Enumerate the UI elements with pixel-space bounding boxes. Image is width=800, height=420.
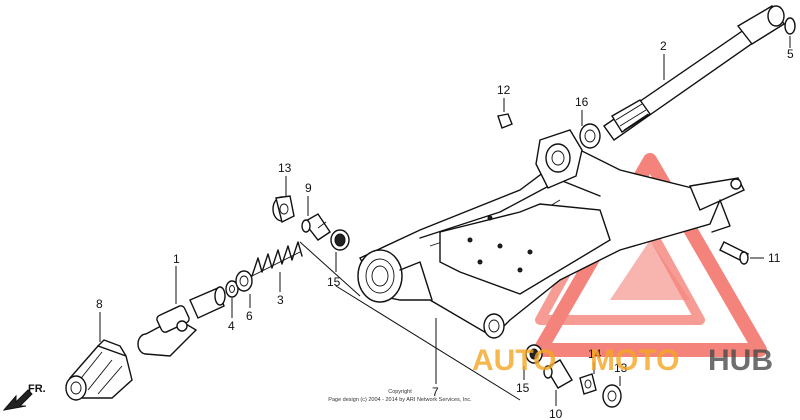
- bearing-part-lower: [525, 344, 543, 364]
- lock-nut-part-upper: [272, 195, 295, 224]
- callout-13-upper: 13: [278, 161, 292, 175]
- universal-joint-part: [137, 286, 226, 357]
- callout-14: 14: [588, 347, 602, 361]
- callout-1: 1: [173, 252, 180, 266]
- pivot-bolt-part-right: [543, 359, 573, 389]
- copyright-block: Copyright Page design (c) 2004 - 2014 by…: [328, 389, 472, 403]
- leader-lines: [99, 36, 791, 406]
- watermark-word-auto: AUTO: [472, 344, 556, 377]
- copyright-line-1: Copyright: [388, 389, 412, 395]
- circlip-part: [784, 17, 796, 35]
- front-direction-arrow: FR.: [2, 383, 46, 411]
- callout-labels: 8 1 4 6 3 13 9 15 7 2 5 16 12 11 15 10 1…: [96, 39, 794, 420]
- spring-part: [251, 241, 303, 277]
- flange-bolt-part: [719, 241, 749, 265]
- callout-10: 10: [549, 407, 563, 420]
- callout-13-lower: 13: [614, 361, 628, 375]
- callout-15-upper: 15: [327, 275, 341, 289]
- callout-7: 7: [432, 385, 439, 399]
- direction-label: FR.: [28, 383, 46, 395]
- watermark-text: AUTO MOTO HUB: [472, 344, 773, 377]
- callout-8: 8: [96, 297, 103, 311]
- callout-15-lower: 15: [516, 381, 530, 395]
- watermark-word-moto: MOTO: [590, 344, 679, 377]
- adjust-nut-part: [579, 373, 597, 395]
- copyright-line-2: Page design (c) 2004 - 2014 by ARI Netwo…: [328, 397, 472, 403]
- drive-shaft-part: [603, 5, 785, 141]
- callout-4: 4: [228, 319, 235, 333]
- pivot-bolt-part-left: [301, 213, 331, 241]
- callout-5: 5: [787, 47, 794, 61]
- flange-nut-part: [497, 113, 513, 129]
- washer-part: [225, 280, 239, 298]
- watermark-word-hub: HUB: [708, 344, 773, 377]
- oil-seal-part: [235, 270, 253, 292]
- swingarm-part: [357, 129, 745, 339]
- callout-2: 2: [660, 39, 667, 53]
- rubber-boot-part: [65, 339, 133, 401]
- bearing-part-upper: [330, 229, 350, 251]
- callout-6: 6: [246, 309, 253, 323]
- callout-12: 12: [497, 83, 511, 97]
- callout-16: 16: [575, 95, 589, 109]
- callout-9: 9: [305, 181, 312, 195]
- lock-nut-part-lower: [602, 384, 622, 408]
- oil-seal-part-shaft: [579, 123, 601, 149]
- callout-11: 11: [768, 251, 781, 265]
- callout-3: 3: [277, 293, 284, 307]
